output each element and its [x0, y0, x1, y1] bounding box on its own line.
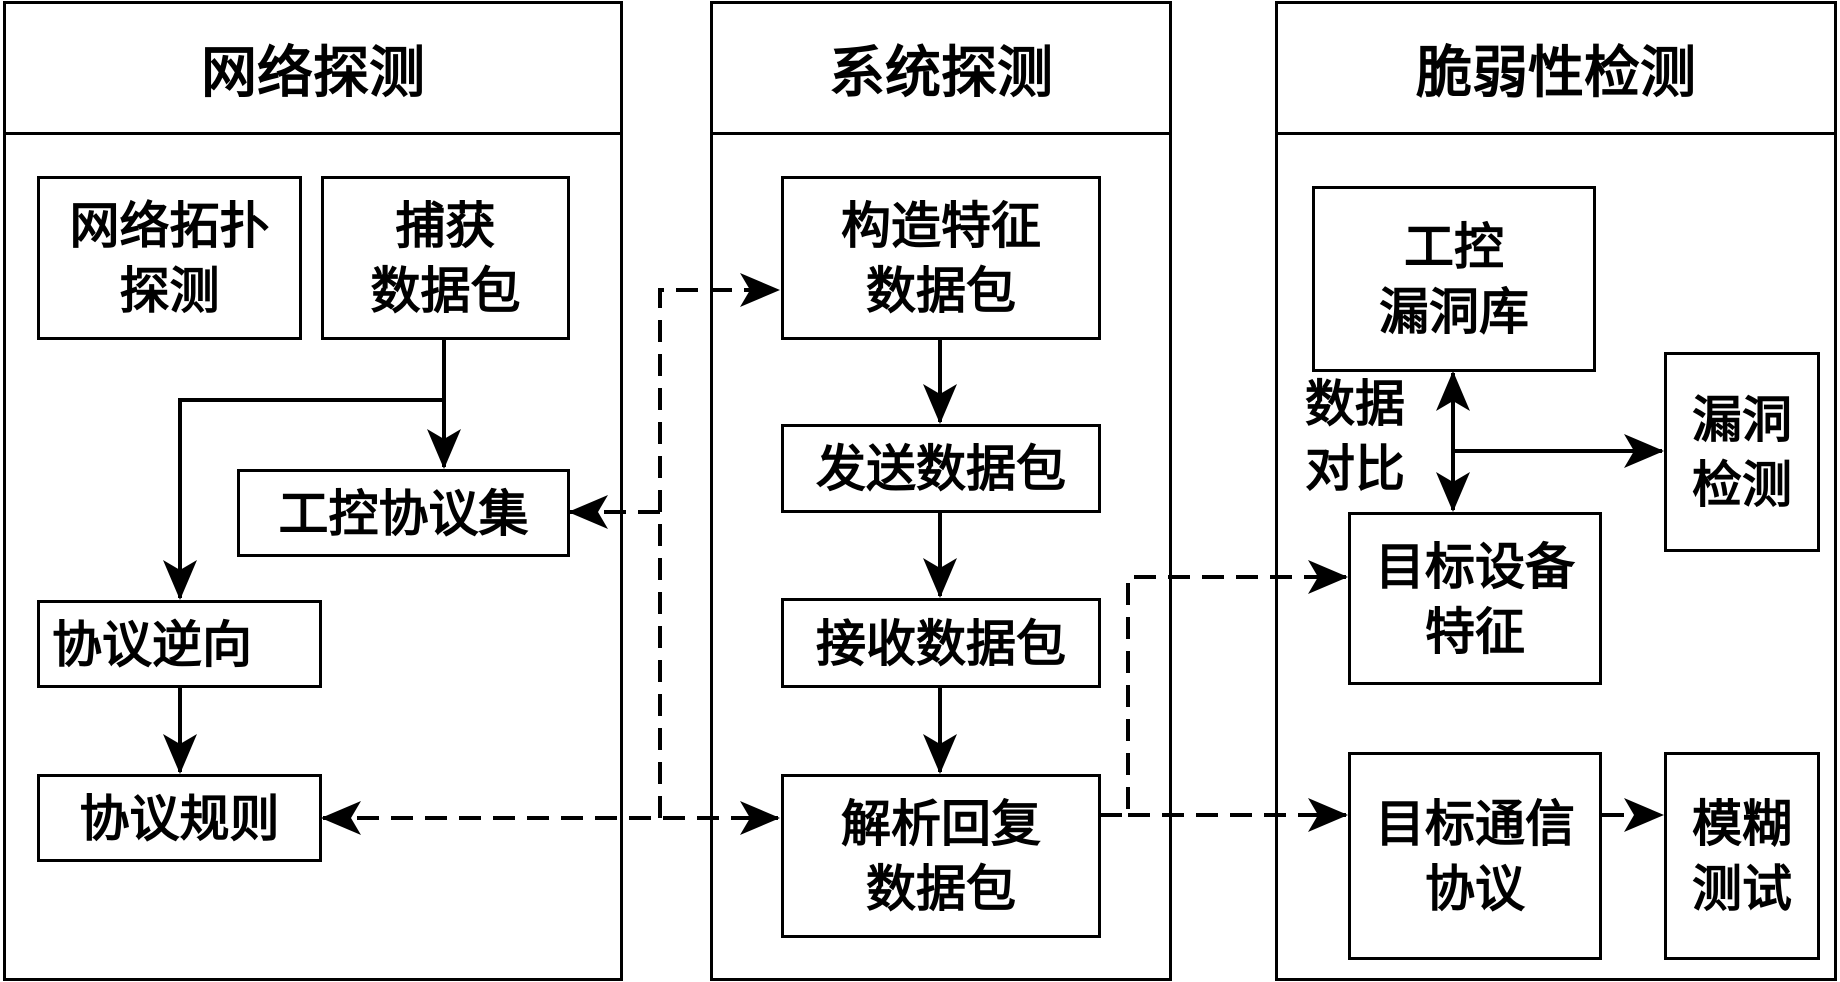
box-network-topology-detection: 网络拓扑探测	[37, 176, 302, 340]
box-parse-reply-packets: 解析回复数据包	[781, 774, 1101, 938]
box-protocol-rules: 协议规则	[37, 774, 322, 862]
box-fuzz-testing: 模糊测试	[1664, 752, 1820, 960]
box-receive-packets: 接收数据包	[781, 598, 1101, 688]
box-ics-vulnerability-db: 工控漏洞库	[1312, 186, 1596, 372]
box-protocol-reverse: 协议逆向	[37, 600, 322, 688]
box-vulnerability-detection: 漏洞检测	[1664, 352, 1820, 552]
dashed-arrow-to-device-features	[1100, 560, 1348, 817]
box-send-packets: 发送数据包	[781, 424, 1101, 513]
box-construct-feature-packets: 构造特征数据包	[781, 176, 1101, 340]
panel-title-system: 系统探测	[713, 4, 1169, 135]
panel-title-network: 网络探测	[6, 4, 620, 135]
arrow-capture-to-protocol-reverse	[163, 398, 444, 600]
panel-title-vulnerability: 脆弱性检测	[1278, 4, 1834, 135]
box-target-device-features: 目标设备特征	[1348, 512, 1602, 685]
box-protocol-set: 工控协议集	[237, 469, 570, 557]
dashed-arrow-to-construct	[658, 273, 780, 818]
box-capture-packets: 捕获数据包	[321, 176, 570, 340]
box-target-comm-protocol: 目标通信协议	[1348, 752, 1602, 960]
label-data-compare: 数据对比	[1305, 374, 1405, 498]
